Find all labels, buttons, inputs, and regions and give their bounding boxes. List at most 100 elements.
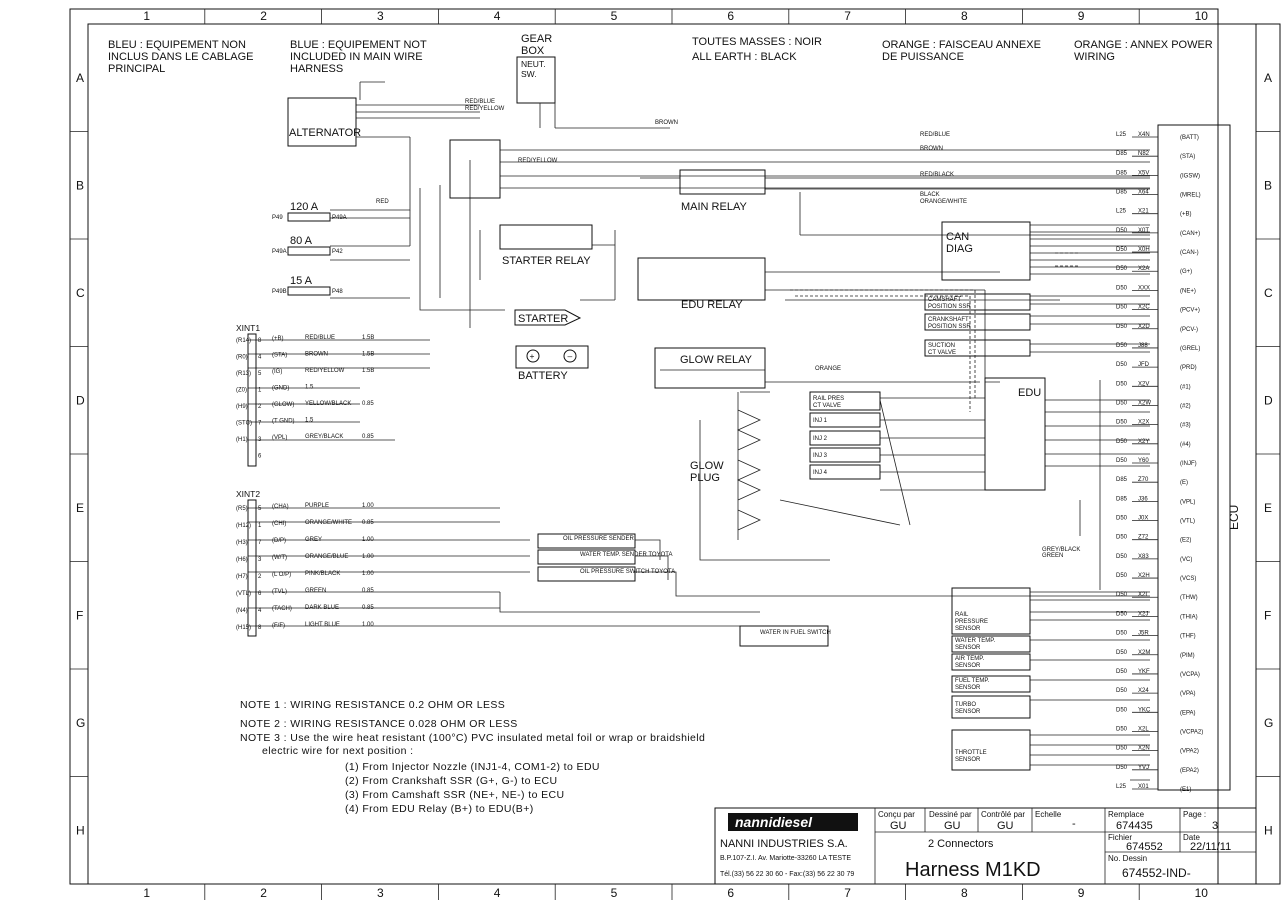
ecu-pin-section: D50 [1116, 688, 1128, 694]
column-label-top: 7 [844, 9, 851, 23]
ecu-pin-signal: (E1) [1180, 787, 1191, 793]
connector-pin-number: 2 [258, 574, 262, 580]
connector-section: 1.00 [362, 537, 374, 543]
column-label-top: 10 [1195, 9, 1209, 23]
injector-box [809, 447, 881, 463]
wire-labels: RED/BLUE RED/YELLOW BROWN RED/BLUE BROWN… [376, 99, 1080, 559]
air-temp-label-2: SENSOR [955, 663, 981, 669]
wire-green: GREEN [1042, 553, 1063, 559]
rail-pressure-label-3: SENSOR [955, 626, 981, 632]
company-logo [728, 813, 858, 831]
water-sender-label: WATER TEMP. SENDER TOYOTA [580, 552, 672, 558]
air-temp-label-1: AIR TEMP. [955, 656, 984, 662]
ecu-pin-section: D50 [1116, 439, 1128, 445]
connector-pin-number: 6 [258, 454, 262, 460]
ecu-pin-section: D50 [1116, 420, 1128, 426]
ecu-pin-signal: (MREL) [1180, 193, 1201, 199]
fuel-temp-label-1: FUEL TEMP. [955, 678, 990, 684]
ecu-pin-section: D50 [1116, 611, 1128, 617]
gearbox-label-1: GEAR [521, 33, 552, 45]
ecu-pin-section: D50 [1116, 305, 1128, 311]
ecu-pin-wire: J88 [1138, 343, 1148, 349]
title-block: nannidiesel NANNI INDUSTRIES S.A. B.P.10… [714, 807, 1257, 885]
connector-signal: (CHI) [272, 521, 286, 527]
connector-wire: GREEN [305, 588, 326, 594]
row-label-left: H [76, 823, 85, 837]
ecu-pin-signal: (#2) [1180, 403, 1191, 409]
wire-black: BLACK [920, 192, 940, 198]
wire-brown-top: BROWN [655, 120, 678, 126]
ecu-pin-wire: X2J [1138, 611, 1148, 617]
remplace-label: Remplace [1108, 810, 1145, 819]
camshaft-label-2: POSITION SSR [928, 304, 971, 310]
components: ALTERNATOR MAIN RELAY STARTER RELAY EDU … [272, 97, 1241, 791]
rail-pressure-label-1: RAIL [955, 612, 969, 618]
alternator-label: ALTERNATOR [289, 127, 361, 139]
remplace-value: 674435 [1116, 820, 1153, 832]
ecu-pin-section: D50 [1116, 650, 1128, 656]
ecu-pin-signal: (PCV-) [1180, 327, 1198, 333]
fuse-body [287, 212, 331, 222]
connector-wire: YELLOW/BLACK [305, 401, 351, 407]
starter-relay-box [499, 224, 593, 250]
injector-label: INJ 2 [813, 436, 828, 442]
wire-orange-white: ORANGE/WHITE [920, 199, 967, 205]
controle-label: Contrôlé par [981, 810, 1025, 819]
camshaft-sensor-box [924, 293, 1031, 311]
dessin-label: No. Dessin [1108, 854, 1147, 863]
row-label-left: G [76, 716, 85, 730]
column-label-top: 3 [377, 9, 384, 23]
wire-red-yellow: RED/YELLOW [465, 106, 505, 112]
wire-red-blue-ecu: RED/BLUE [920, 132, 950, 138]
wire-red-yellow-ecu: RED/YELLOW [518, 158, 558, 164]
xint2-label: XINT2 [236, 489, 260, 499]
ecu-pin-wire: JFD [1138, 362, 1150, 368]
connector-signal: (+B) [272, 336, 284, 342]
row-label-right: F [1264, 608, 1271, 622]
ecu-pin-signal: (VC) [1180, 557, 1192, 563]
legend-blue-fr-2: INCLUS DANS LE CABLAGE [108, 51, 254, 63]
page-value: 3 [1212, 820, 1218, 832]
ecu-pin-section: D50 [1116, 285, 1128, 291]
notes: NOTE 1 : WIRING RESISTANCE 0.2 OHM OR LE… [240, 699, 705, 815]
connector-ext-code: (VTL) [236, 591, 251, 597]
legend-orange-fr-2: DE PUISSANCE [882, 51, 964, 63]
rail-pressure-sensor-box [951, 587, 1031, 635]
fichier-value: 674552 [1126, 841, 1163, 853]
turbo-sensor-box [951, 695, 1031, 719]
legend-blue-fr-1: BLEU : EQUIPEMENT NON [108, 39, 246, 51]
can-diag-label-2: DIAG [946, 243, 973, 255]
ecu-pin-section: D50 [1116, 707, 1128, 713]
injector-box [809, 464, 881, 480]
wiring [248, 80, 1150, 781]
connector-signal: (GND) [272, 386, 289, 392]
ecu-pin-wire: X2H [1138, 573, 1150, 579]
wire-grey-black: GREY/BLACK [1042, 547, 1080, 553]
connector-wire: DARK BLUE [305, 605, 339, 611]
fuel-temp-sensor-box [951, 675, 1031, 693]
connector-section: 1.5B [362, 335, 374, 341]
connector-section: 1.00 [362, 622, 374, 628]
connector-ext-code: (STC) [236, 421, 252, 427]
water-temp-sensor-box [951, 635, 1031, 653]
crankshaft-label-2: POSITION SSR [928, 324, 971, 330]
connector-wire: LIGHT BLUE [305, 622, 340, 628]
glow-plug-label-1: GLOW [690, 460, 724, 472]
throttle-label-1: THROTTLE [955, 750, 987, 756]
connector-signal: (STA) [272, 353, 287, 359]
injector-box [809, 412, 881, 428]
note-1: NOTE 1 : WIRING RESISTANCE 0.2 OHM OR LE… [240, 699, 505, 711]
ecu-pin-signal: (THF) [1180, 634, 1196, 640]
ecu-pin-signal: (VCS) [1180, 576, 1196, 582]
legend-earth-fr: TOUTES MASSES : NOIR [692, 36, 822, 48]
crankshaft-sensor-box [924, 313, 1031, 331]
column-label-top: 6 [727, 9, 734, 23]
connector-wire: BROWN [305, 352, 328, 358]
note-3-item-3: (3) From Camshaft SSR (NE+, NE-) to ECU [345, 789, 565, 801]
connector-signal: (D/P) [272, 538, 286, 544]
connector-pin-number: 4 [258, 355, 262, 361]
ecu-pin-section: D50 [1116, 228, 1128, 234]
connector-section: 0.85 [362, 401, 374, 407]
